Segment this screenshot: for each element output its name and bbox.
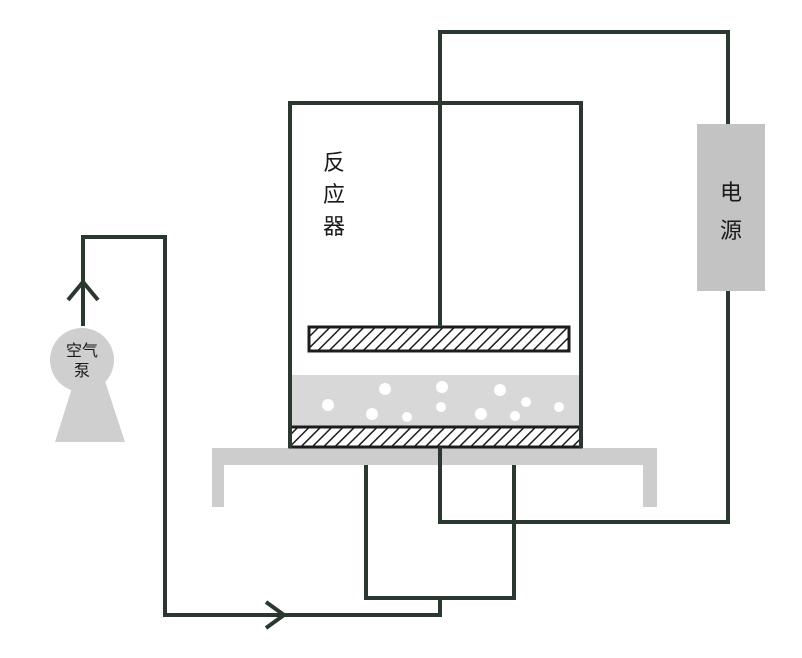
bubble <box>402 412 412 422</box>
wire-top-electrode <box>438 30 730 327</box>
bubble <box>436 402 446 412</box>
air-bubbles <box>322 381 564 422</box>
bubble <box>475 408 487 420</box>
base-platform <box>212 448 657 465</box>
reactor-label-line-3: 器 <box>323 215 345 240</box>
bottom-electrode <box>288 425 583 449</box>
bubble <box>554 402 564 412</box>
platform-leg-left <box>212 465 224 507</box>
power-supply-label-line-2: 源 <box>720 219 742 244</box>
power-supply <box>697 124 765 291</box>
bubble <box>494 384 506 396</box>
arrow-up-icon <box>66 278 100 302</box>
top-electrode <box>307 325 571 353</box>
air-tube-loop <box>440 465 516 600</box>
air-pump-body <box>50 328 114 392</box>
bubble <box>379 383 391 395</box>
bubble <box>510 411 520 421</box>
air-pump-label-line-2: 泵 <box>74 361 90 380</box>
platform-leg-right <box>643 465 657 507</box>
reactor-vessel <box>288 101 583 448</box>
reactor-label-line-2: 应 <box>323 183 345 208</box>
air-pump-label-line-1: 空气 <box>66 341 98 360</box>
arrow-right-icon <box>264 600 288 630</box>
bubble <box>322 399 334 411</box>
reactor-label-line-1: 反 <box>323 151 345 176</box>
wire-bottom-electrode <box>438 291 730 524</box>
bubble <box>366 408 378 420</box>
bubble <box>521 397 531 407</box>
power-supply-label-line-1: 电 <box>720 181 742 206</box>
liquid-layer <box>290 375 581 427</box>
air-tube <box>81 235 442 617</box>
bubble <box>436 381 448 393</box>
